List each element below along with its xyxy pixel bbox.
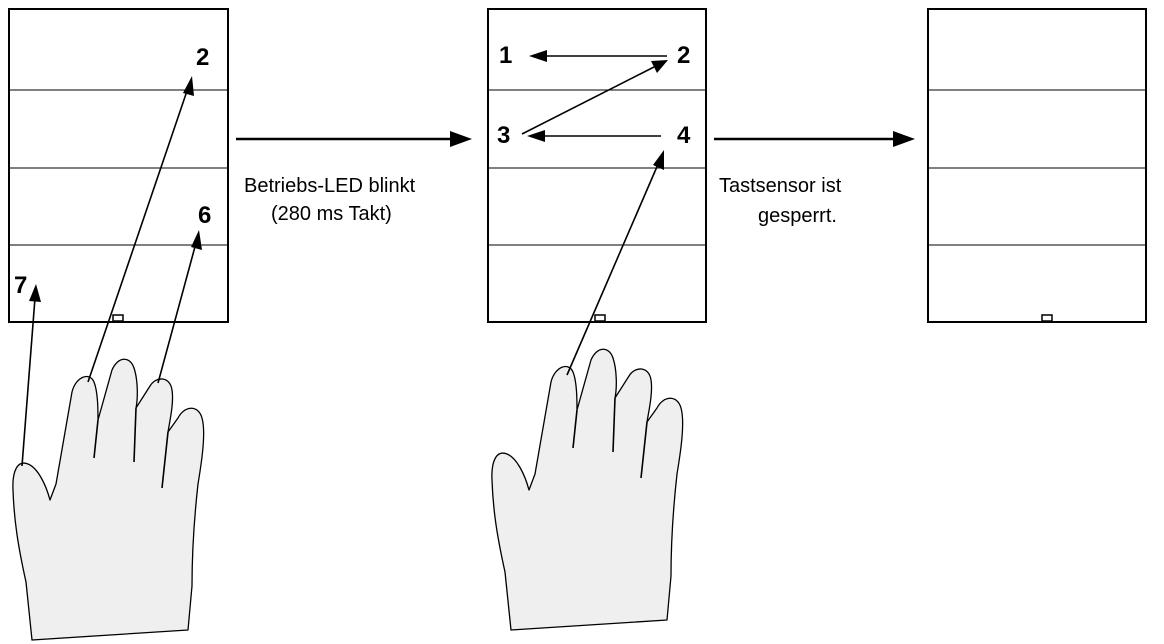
caption-2-line-1: Tastsensor ist bbox=[719, 175, 842, 197]
label-7: 7 bbox=[14, 272, 27, 299]
hand-icon bbox=[491, 348, 684, 631]
transition-arrow-2 bbox=[714, 131, 915, 147]
label-3: 3 bbox=[497, 122, 510, 149]
caption-1-line-2: (280 ms Takt) bbox=[271, 203, 392, 225]
label-6: 6 bbox=[198, 202, 211, 229]
transition-caption-2: Tastsensor ist gesperrt. bbox=[719, 175, 842, 227]
label-4: 4 bbox=[677, 122, 691, 149]
led-indicator bbox=[1041, 314, 1053, 322]
sequence-arrow-3-to-2 bbox=[521, 60, 668, 135]
label-2: 2 bbox=[196, 44, 209, 71]
finger-pointer-to-2 bbox=[87, 76, 194, 383]
led-indicator bbox=[112, 314, 124, 322]
finger-pointer-to-4 bbox=[566, 150, 664, 376]
finger-pointer-to-6 bbox=[157, 230, 202, 384]
caption-2-line-2: gesperrt. bbox=[758, 205, 837, 227]
sequence-arrow-2-to-1 bbox=[529, 50, 667, 62]
finger-pointer-to-7 bbox=[21, 284, 41, 467]
label-1: 1 bbox=[499, 42, 512, 69]
sensor-panel-2: 1 2 3 4 bbox=[487, 8, 707, 323]
transition-caption-1: Betriebs-LED blinkt (280 ms Takt) bbox=[244, 175, 416, 225]
transition-arrow-1 bbox=[236, 131, 472, 147]
sequence-arrow-4-to-3 bbox=[527, 130, 661, 142]
led-indicator bbox=[594, 314, 606, 322]
sensor-panel-1: 2 6 7 bbox=[8, 8, 229, 323]
label-2: 2 bbox=[677, 42, 690, 69]
sensor-panel-3 bbox=[927, 8, 1147, 323]
caption-1-line-1: Betriebs-LED blinkt bbox=[244, 175, 416, 197]
hand-icon bbox=[12, 358, 205, 641]
